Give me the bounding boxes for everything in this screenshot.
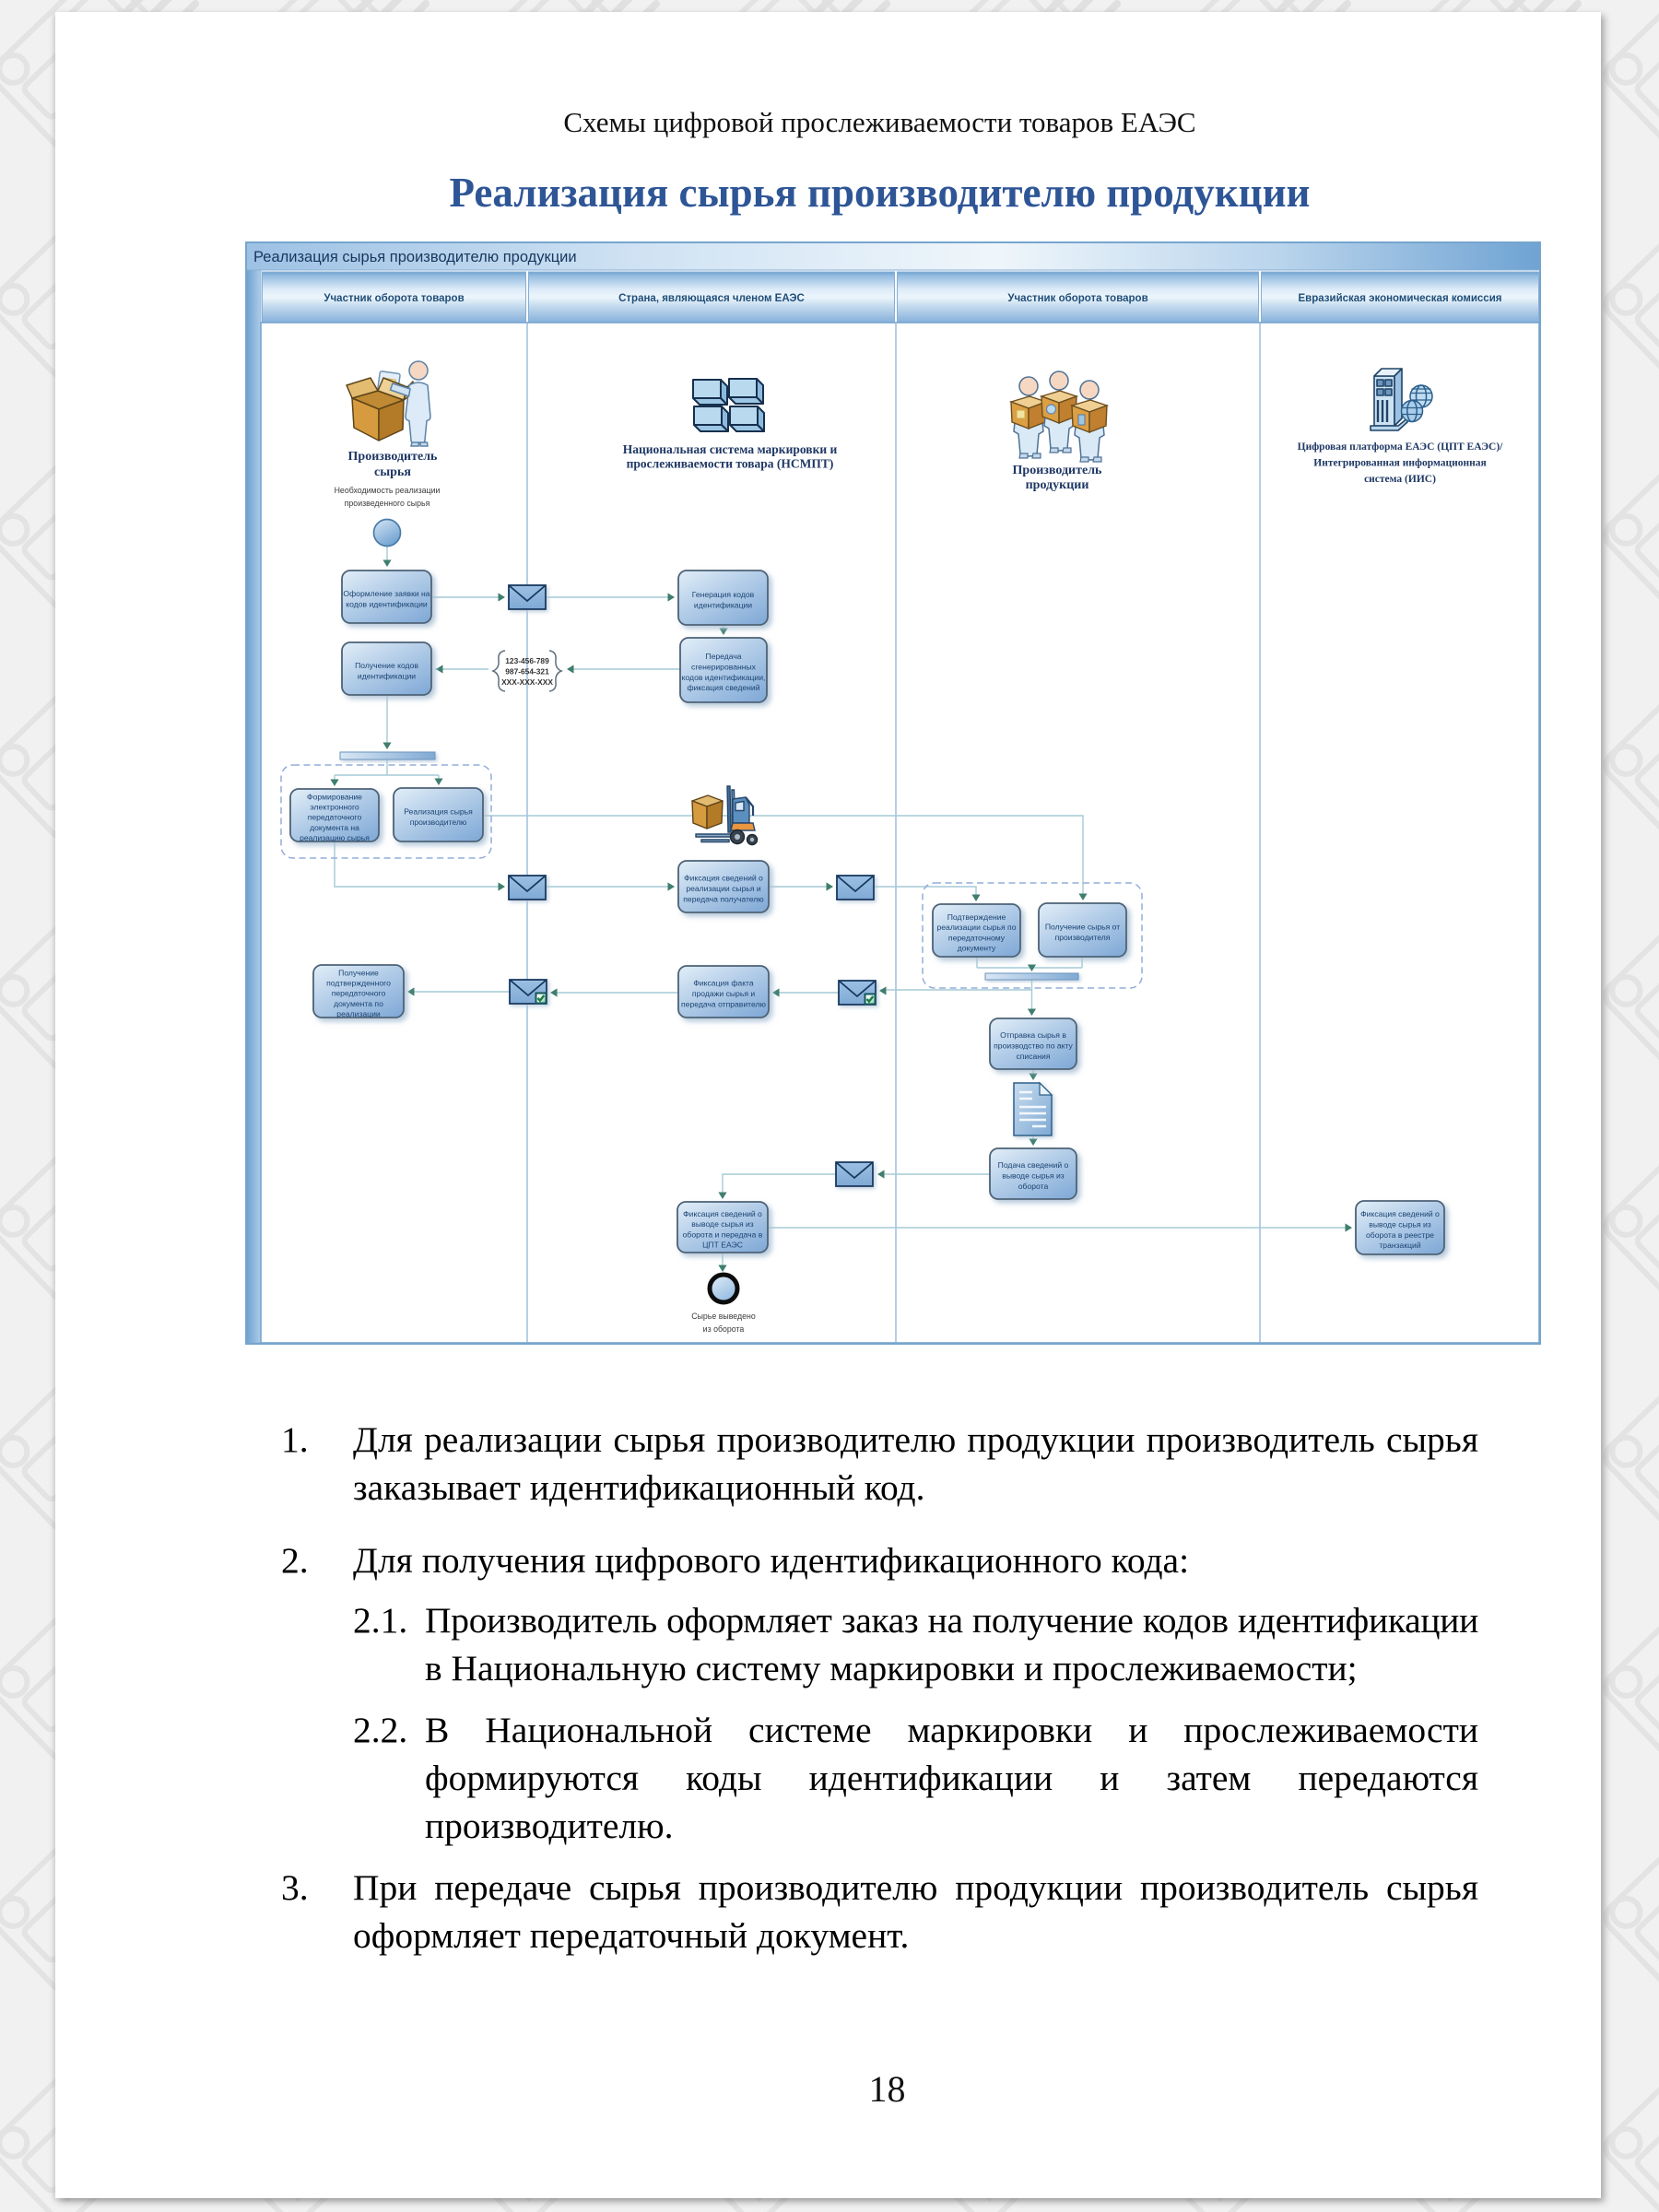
svg-text:Евразийская экономическая коми: Евразийская экономическая комиссия (1299, 293, 1502, 304)
svg-text:987-654-321: 987-654-321 (505, 667, 549, 677)
svg-text:Национальная система маркировк: Национальная система маркировки ипрослеж… (623, 442, 838, 471)
svg-text:Реализация сырья производителю: Реализация сырья производителю продукции (253, 249, 577, 265)
svg-text:123-456-789: 123-456-789 (505, 656, 549, 665)
svg-text:Участник оборота товаров: Участник оборота товаров (1007, 293, 1147, 304)
svg-text:Участник оборота товаров: Участник оборота товаров (324, 293, 464, 304)
svg-text:Цифровая платформа ЕАЭС (ЦПТ Е: Цифровая платформа ЕАЭС (ЦПТ ЕАЭС)/Интег… (1298, 441, 1503, 485)
svg-text:Страна, являющаяся членом ЕАЭС: Страна, являющаяся членом ЕАЭС (618, 293, 805, 304)
svg-text:XXX-XXX-XXX: XXX-XXX-XXX (501, 677, 553, 687)
